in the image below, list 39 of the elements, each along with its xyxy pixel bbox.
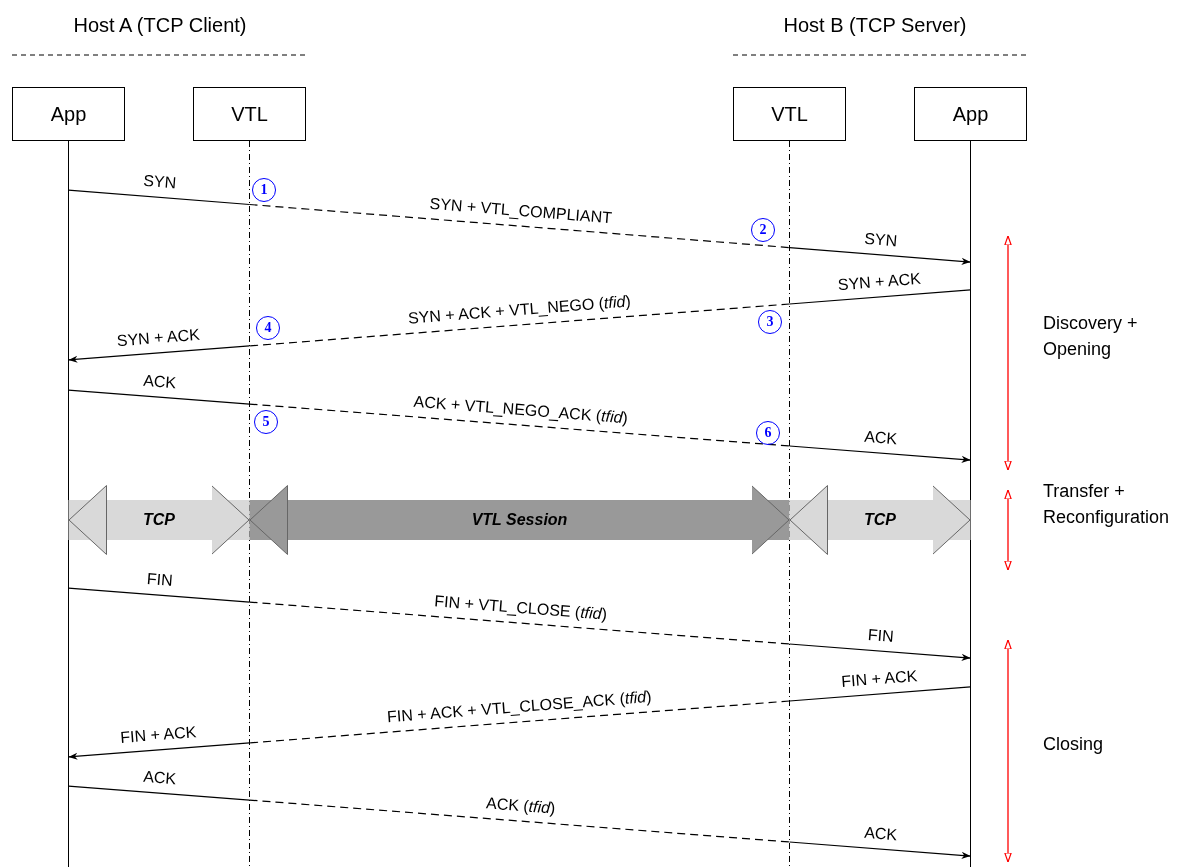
participant-box: App bbox=[12, 87, 125, 141]
edge-label: SYN bbox=[863, 229, 898, 251]
phase-label: Closing bbox=[1043, 733, 1105, 756]
double-block-arrow bbox=[249, 485, 790, 555]
edge-label: SYN + ACK bbox=[116, 325, 201, 351]
edge-label: ACK + VTL_NEGO_ACK (tfid) bbox=[412, 392, 628, 428]
double-block-arrow bbox=[68, 485, 250, 555]
host-heading: Host A (TCP Client) bbox=[73, 14, 247, 37]
host-heading: Host B (TCP Server) bbox=[783, 14, 967, 37]
edge-label: SYN + VTL_COMPLIANT bbox=[428, 194, 612, 228]
edge-label: TCP bbox=[143, 511, 175, 529]
participant-box: App bbox=[914, 87, 1027, 141]
edge-label: FIN + ACK bbox=[840, 667, 918, 691]
edge-label: FIN + VTL_CLOSE (tfid) bbox=[433, 592, 608, 624]
edge-label: SYN + ACK bbox=[837, 269, 922, 295]
participant-box: VTL bbox=[193, 87, 306, 141]
double-block-arrow bbox=[789, 485, 971, 555]
phase-label: Transfer + Reconfiguration bbox=[1043, 480, 1171, 530]
message-arrow bbox=[67, 345, 251, 363]
edge-label: FIN bbox=[146, 570, 174, 591]
edge-label: ACK bbox=[142, 371, 177, 393]
edge-label: ACK (tfid) bbox=[484, 794, 556, 818]
message-arrow bbox=[788, 643, 972, 661]
edge-label: ACK bbox=[863, 823, 898, 845]
edge-label: ACK bbox=[142, 767, 177, 789]
edge-label: ACK bbox=[863, 427, 898, 449]
message-arrow bbox=[788, 445, 972, 463]
participant-box: VTL bbox=[733, 87, 846, 141]
phase-label: Discovery + Opening bbox=[1043, 312, 1139, 362]
edge-label: SYN bbox=[142, 172, 177, 193]
message-arrow bbox=[788, 841, 972, 859]
edge-label: FIN + ACK bbox=[119, 723, 197, 747]
edge-label: FIN + ACK + VTL_CLOSE_ACK (tfid) bbox=[386, 687, 652, 727]
edge-label: TCP bbox=[864, 511, 896, 529]
edge-label: FIN bbox=[867, 626, 895, 646]
edge-label: SYN + ACK + VTL_NEGO (tfid) bbox=[406, 292, 631, 328]
message-arrow bbox=[788, 247, 972, 265]
message-arrow bbox=[67, 742, 251, 760]
edge-label: VTL Session bbox=[471, 511, 568, 529]
